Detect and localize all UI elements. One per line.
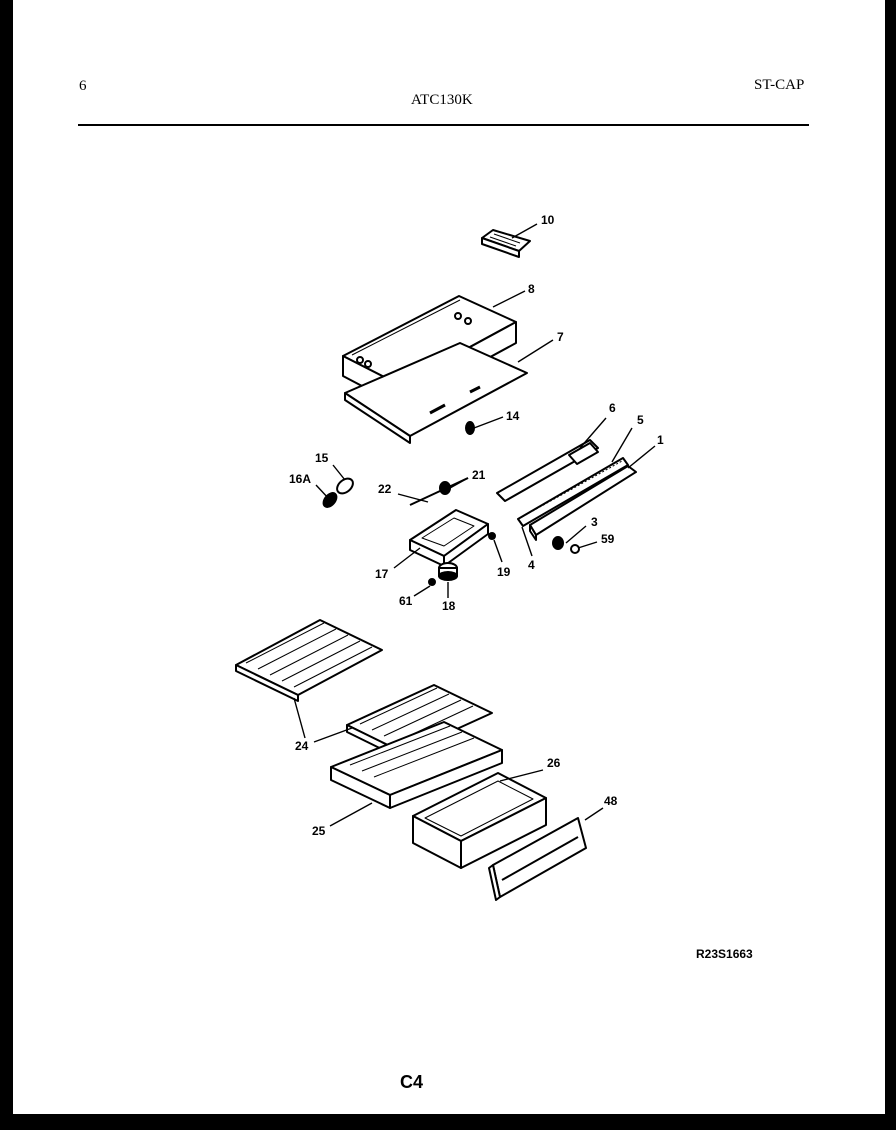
callout-24: 24 (295, 739, 309, 753)
page-number: 6 (79, 78, 87, 94)
callout-1: 1 (657, 433, 664, 447)
part-25-crisper-cover (330, 721, 503, 809)
part-7-base-plate (344, 342, 528, 444)
part-3-washer (552, 536, 564, 550)
callout-3: 3 (591, 515, 598, 529)
callout-7: 7 (557, 330, 564, 344)
callout-10: 10 (541, 213, 555, 227)
part-17-light-housing (409, 509, 489, 567)
reference-code: R23S1663 (696, 947, 753, 961)
part-1-long-rail (529, 465, 637, 541)
callout-8: 8 (528, 282, 535, 296)
part-18-thermostat (438, 562, 458, 581)
part-61-fastener (428, 578, 436, 586)
leader-lines (293, 223, 656, 827)
callout-21: 21 (472, 468, 486, 482)
callout-14: 14 (506, 409, 520, 423)
model-number: ATC130K (411, 92, 473, 108)
callout-15: 15 (315, 451, 329, 465)
section-code: ST-CAP (754, 77, 805, 93)
part-10-control-button (481, 229, 531, 258)
part-14-screw (465, 421, 475, 435)
part-19-fastener (488, 532, 496, 540)
part-59-screw (570, 544, 580, 554)
callout-48: 48 (604, 794, 618, 808)
callout-18: 18 (442, 599, 456, 613)
header-rule (78, 124, 809, 126)
callout-4: 4 (528, 558, 535, 572)
callout-25: 25 (312, 824, 326, 838)
part-26-crisper-drawer (412, 772, 547, 869)
part-5-rail (517, 457, 629, 527)
callout-17: 17 (375, 567, 389, 581)
callout-26: 26 (547, 756, 561, 770)
callout-19: 19 (497, 565, 511, 579)
page-code: C4 (400, 1072, 424, 1092)
part-48-drawer-front (488, 817, 587, 901)
callout-61: 61 (399, 594, 413, 608)
part-15-light-bulb (336, 477, 354, 495)
callout-22: 22 (378, 482, 392, 496)
callout-16a: 16A (289, 472, 311, 486)
callout-5: 5 (637, 413, 644, 427)
callout-6: 6 (609, 401, 616, 415)
callout-59: 59 (601, 532, 615, 546)
part-6-bracket (496, 439, 599, 502)
part-24-wire-shelf (235, 619, 383, 702)
